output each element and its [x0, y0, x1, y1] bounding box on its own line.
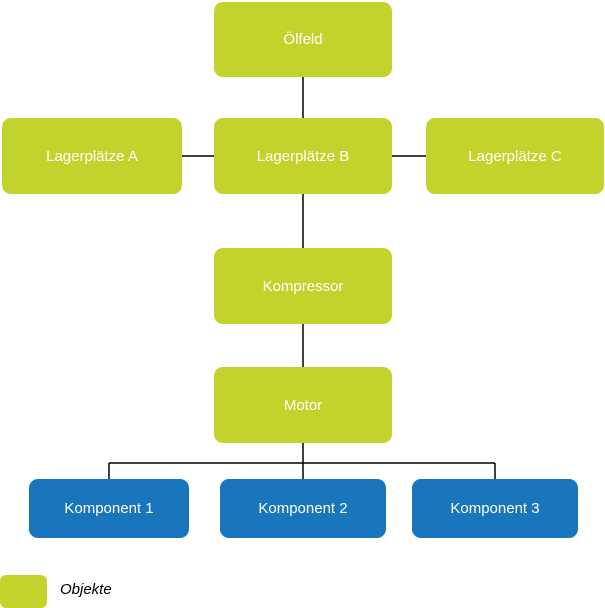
node-lagerplaetze-c-label: Lagerplätze C	[468, 147, 562, 165]
node-lagerplaetze-c: Lagerplätze C	[426, 118, 604, 194]
node-kompressor-label: Kompressor	[262, 277, 344, 295]
node-komponent-3-label: Komponent 3	[450, 500, 540, 517]
node-motor-label: Motor	[283, 396, 323, 414]
node-komponent-3: Komponent 3	[412, 479, 578, 538]
node-lagerplaetze-a: Lagerplätze A	[2, 118, 182, 194]
node-oelfeld: Ölfeld	[214, 2, 392, 77]
node-lagerplaetze-b: Lagerplätze B	[214, 118, 392, 194]
node-motor: Motor	[214, 367, 392, 443]
legend-swatch	[0, 575, 47, 608]
node-lagerplaetze-a-label: Lagerplätze A	[46, 147, 138, 165]
node-lagerplaetze-b-label: Lagerplätze B	[256, 147, 350, 165]
node-komponent-1: Komponent 1	[29, 479, 189, 538]
node-komponent-1-label: Komponent 1	[64, 500, 154, 517]
node-komponent-2-label: Komponent 2	[258, 500, 348, 517]
node-oelfeld-label: Ölfeld	[283, 31, 323, 48]
node-kompressor: Kompressor	[214, 248, 392, 324]
node-komponent-2: Komponent 2	[220, 479, 386, 538]
legend-label: Objekte	[60, 581, 112, 598]
